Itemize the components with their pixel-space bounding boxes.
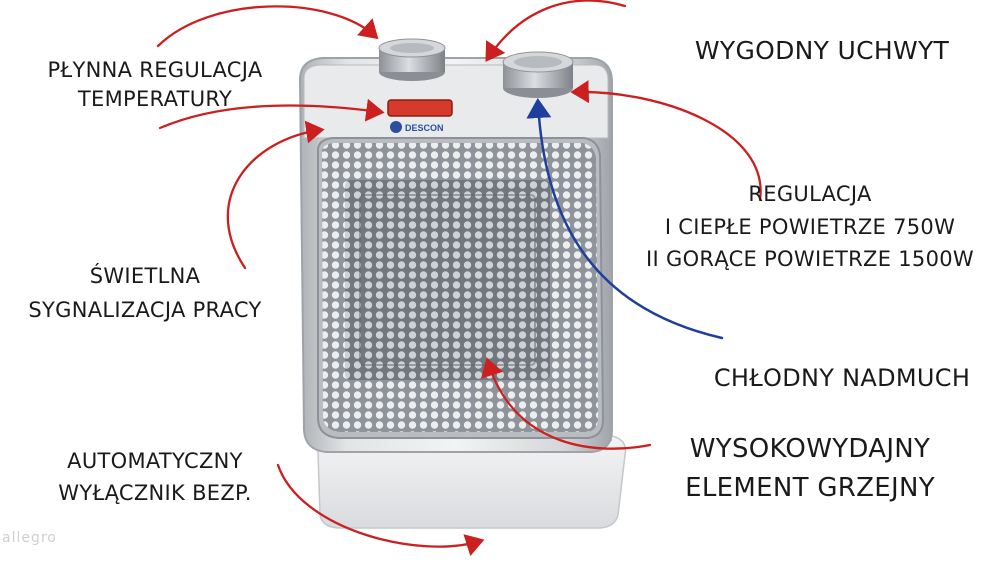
annotation-arrows-red xyxy=(156,0,762,557)
arrow-temperature xyxy=(156,5,379,48)
mode-knob xyxy=(502,51,574,98)
arrow-handle xyxy=(485,0,627,62)
arrow-power-modes xyxy=(570,80,762,202)
label-light-signal: ŚWIETLNA SYGNALIZACJA PRACY xyxy=(28,264,262,322)
label-cool-blow: CHŁODNY NADMUCH xyxy=(713,364,971,392)
indicator-light xyxy=(387,99,453,117)
arrow-auto-switch xyxy=(276,463,485,557)
label-handle: WYGODNY UCHWYT xyxy=(694,36,950,65)
label-power-modes: REGULACJA I CIEPŁE POWIETRZE 750W II GOR… xyxy=(646,182,974,272)
grille xyxy=(322,143,598,432)
arrow-cool-blow xyxy=(526,98,724,340)
watermark: allegro xyxy=(2,530,57,546)
arrow-indicator xyxy=(158,98,385,130)
arrow-light xyxy=(226,120,325,270)
arrow-element xyxy=(481,357,652,450)
temperature-knob xyxy=(378,38,446,81)
label-auto-switch: AUTOMATYCZNY WYŁĄCZNIK BEZP. xyxy=(58,449,252,505)
svg-text:DESCON: DESCON xyxy=(405,123,444,133)
label-temperature-control: PŁYNNA REGULACJA TEMPERATURY xyxy=(47,58,263,111)
label-heating-element: WYSOKOWYDAJNY ELEMENT GRZEJNY xyxy=(685,434,935,503)
brand-logo: DESCON xyxy=(390,121,444,133)
